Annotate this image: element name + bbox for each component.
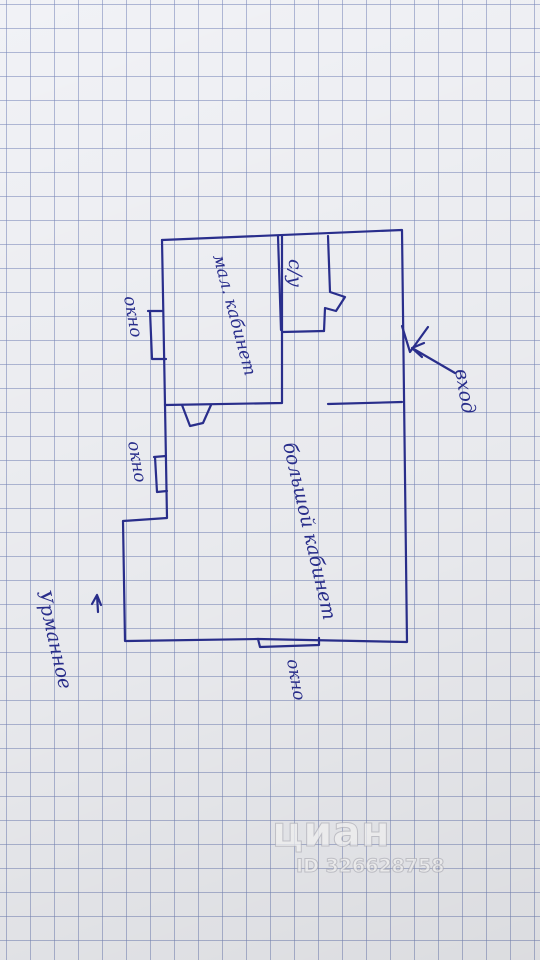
label-direction: Урманное [32, 588, 76, 691]
watermark: циан ID 326628758 [272, 807, 445, 878]
label-window-bottom: окно [282, 657, 309, 702]
outer-wall-top-right [160, 228, 409, 644]
window-bottom [256, 636, 321, 649]
label-big-office: большой кабинет [278, 440, 340, 622]
watermark-id: ID 326628758 [296, 855, 444, 877]
direction-arrow-icon [90, 593, 103, 614]
watermark-brand: циан [272, 807, 390, 856]
outer-wall-left-upper [160, 238, 167, 407]
small-office-door [180, 403, 213, 428]
window-left-top [146, 309, 168, 361]
label-small-office: мал. кабинет [208, 252, 260, 378]
entrance-door [400, 324, 430, 354]
label-wc: с/у [284, 259, 306, 287]
label-window-left-mid: окно [123, 439, 150, 484]
wall-bathroom-bottom [280, 329, 326, 334]
wall-partial-right [326, 400, 404, 406]
wall-small-office [163, 234, 284, 407]
label-window-left-top: окно [119, 294, 146, 339]
label-entrance: вход [450, 367, 480, 415]
entrance-arrow-icon [410, 341, 457, 375]
outer-walls [121, 228, 409, 644]
window-left-mid [152, 454, 169, 494]
interior-walls [163, 234, 404, 407]
bathroom-door [322, 234, 347, 333]
wall-bathroom-left [276, 234, 283, 332]
outer-wall-bottom-left [121, 403, 260, 643]
